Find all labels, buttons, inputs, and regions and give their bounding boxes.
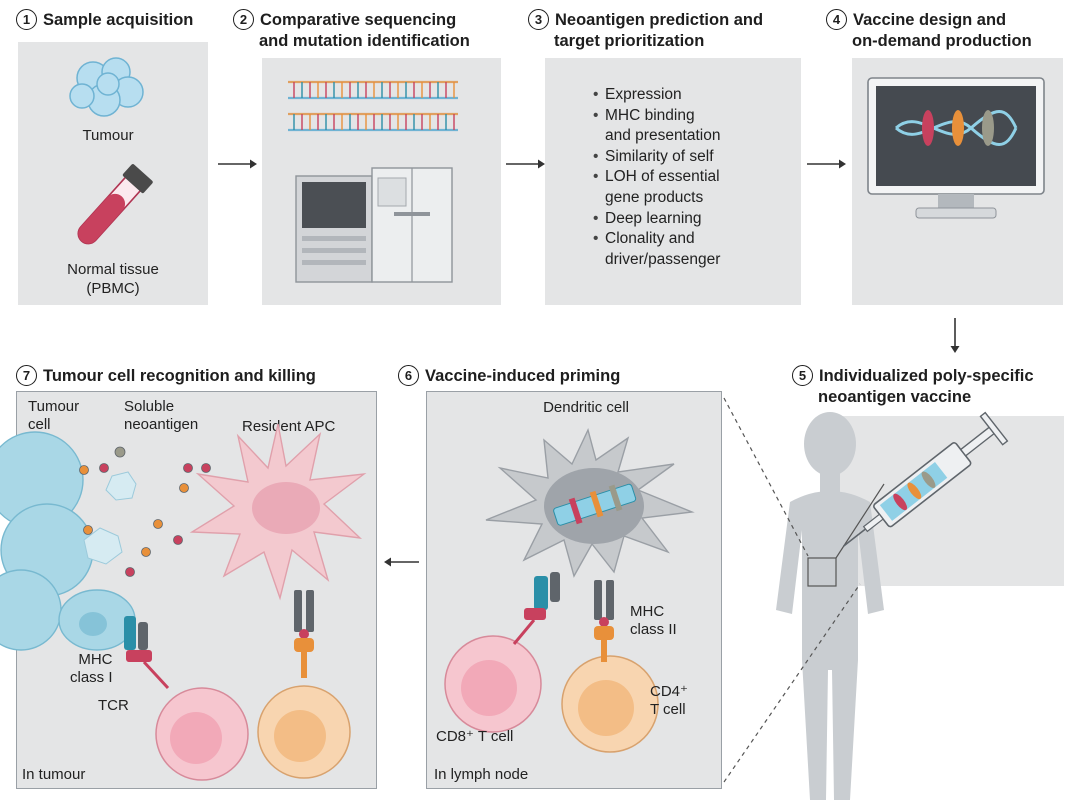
criterion-item: Clonality and	[593, 229, 720, 250]
step-number: 3	[528, 9, 549, 30]
vaccine-dna-design-icon	[895, 110, 1018, 146]
criterion-item: gene products	[605, 188, 704, 206]
prioritization-criteria-list: Expression MHC binding and presentation …	[593, 85, 720, 270]
criterion-item: Similarity of self	[593, 147, 720, 168]
arrow-4-to-5	[950, 318, 960, 353]
criterion-item: LOH of essential	[593, 167, 720, 188]
tumour-location-label: In tumour	[22, 766, 86, 783]
blood-tube-icon	[77, 164, 153, 245]
syringe-icon	[842, 411, 1009, 547]
cd8-t-cell-label: CD8⁺ T cell	[436, 728, 514, 745]
criterion-item: MHC binding	[593, 106, 720, 127]
step-number: 4	[826, 9, 847, 30]
tumour-cell-cluster-icon	[69, 57, 144, 117]
lymph-node-location-label: In lymph node	[434, 766, 529, 783]
sequencer-machine-icon	[295, 167, 453, 283]
tcr-mhc-complex-cd8-icon	[512, 572, 560, 645]
criterion-item: Expression	[593, 85, 720, 106]
normal-tissue-label: Normal tissue(PBMC)	[67, 261, 159, 297]
cd4-t-cell-label: CD4⁺T cell	[650, 683, 688, 718]
arrow-6-to-7	[384, 557, 419, 567]
cd4-t-cell-icon	[561, 655, 659, 753]
cd8-t-cell-icon	[444, 635, 542, 733]
dendritic-cell-label: Dendritic cell	[543, 399, 629, 416]
arrow-1-to-2	[218, 159, 257, 169]
resident-apc-icon	[189, 423, 367, 601]
step-number: 5	[792, 365, 813, 386]
killer-t-cell-icon	[155, 687, 249, 781]
human-body-silhouette-icon	[776, 412, 884, 800]
dna-sequence-icon	[288, 80, 458, 132]
step-number: 6	[398, 365, 419, 386]
step-number: 1	[16, 9, 37, 30]
tcr-label: TCR	[98, 697, 129, 714]
tumour-label: Tumour	[82, 127, 134, 144]
soluble-neoantigen-dots-icon	[79, 446, 211, 577]
arrow-2-to-3	[506, 159, 545, 169]
tumour-cells-icon	[0, 431, 136, 651]
criterion-item: driver/passenger	[605, 250, 721, 268]
step-number: 7	[16, 365, 37, 386]
helper-t-cell-icon	[257, 685, 351, 779]
computer-monitor-icon	[867, 77, 1045, 219]
resident-apc-label: Resident APC	[242, 418, 336, 435]
dendritic-cell-icon	[485, 427, 695, 578]
apc-mhc-class-ii-complex-icon	[294, 590, 314, 678]
step-number: 2	[233, 9, 254, 30]
arrow-3-to-4	[807, 159, 846, 169]
dna-rungs	[293, 82, 455, 130]
mhc-class-i-tcr-complex-icon	[124, 616, 170, 690]
vaccine-rna-icon	[553, 483, 637, 526]
criterion-item: and presentation	[605, 127, 721, 145]
mhc-class-ii-complex-icon	[594, 580, 614, 662]
criterion-item: Deep learning	[593, 209, 720, 230]
